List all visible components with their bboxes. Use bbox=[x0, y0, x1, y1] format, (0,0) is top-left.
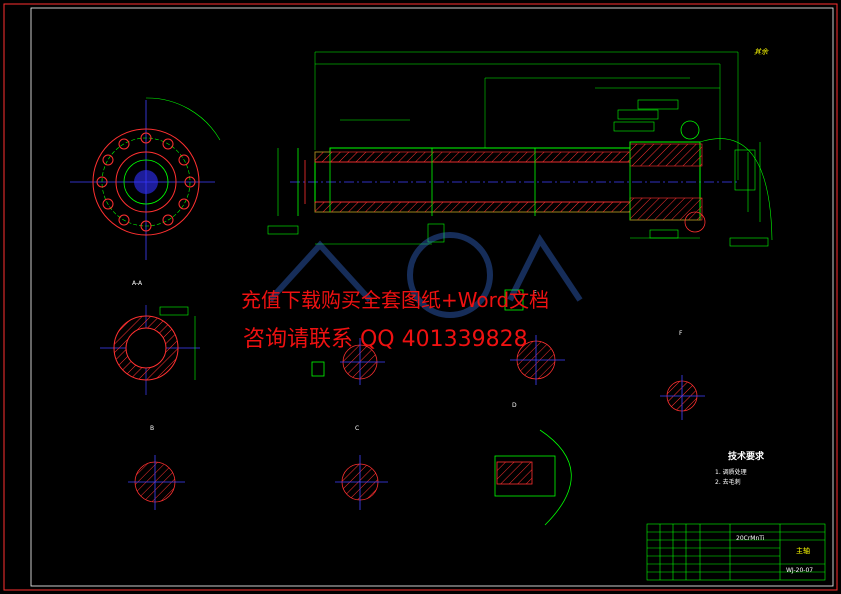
drawing-frame-outer bbox=[3, 3, 838, 591]
tech-requirement-1: 1. 调质处理 bbox=[715, 469, 747, 476]
section-views bbox=[128, 289, 705, 526]
tech-requirements-title: 技术要求 bbox=[728, 452, 765, 462]
title-block bbox=[646, 523, 826, 581]
title-block-part-name: 主轴 bbox=[796, 547, 810, 555]
watermark-logo bbox=[267, 232, 583, 318]
title-block-drawing-number: WJ-20-07 bbox=[786, 567, 814, 574]
drawing-frame-inner bbox=[30, 7, 834, 587]
section-label-f: F bbox=[679, 330, 683, 337]
section-label-c: C bbox=[355, 425, 360, 432]
section-label-e: E bbox=[533, 290, 537, 297]
watermark-line-2: 咨询请联系 QQ 401339828 bbox=[243, 327, 528, 352]
section-a-a bbox=[100, 305, 200, 395]
section-label-a: A-A bbox=[132, 280, 143, 287]
title-block-material: 20CrMnTi bbox=[736, 535, 765, 542]
main-shaft-view bbox=[267, 51, 773, 247]
flange-end-view bbox=[70, 97, 221, 260]
surface-finish-note: 其余 bbox=[754, 48, 768, 56]
watermark-line-1: 充值下载购买全套图纸+Word文档 bbox=[241, 288, 550, 312]
section-label-b: B bbox=[150, 425, 155, 432]
section-label-d: D bbox=[512, 402, 517, 409]
tech-requirement-2: 2. 去毛刺 bbox=[715, 479, 741, 486]
